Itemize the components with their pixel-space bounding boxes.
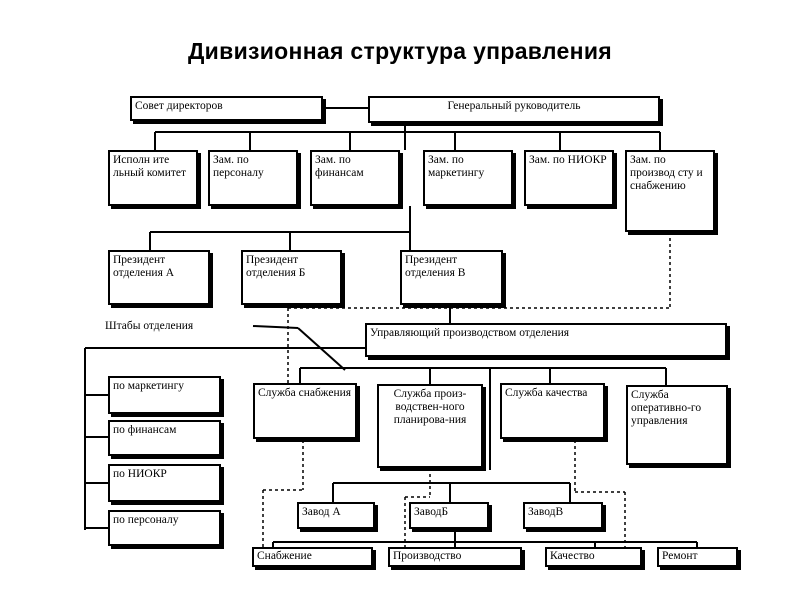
staff-rnd-box: по НИОКР (108, 464, 221, 502)
supply-function-label: Снабжение (257, 550, 312, 562)
general-director-label: Генеральный руководитель (447, 100, 581, 112)
plant-a-box: Завод А (297, 502, 375, 529)
deputy-personnel-label: Зам. по персоналу (213, 154, 264, 179)
operational-management-service-box: Служба оперативно-го управления (626, 385, 728, 465)
production-function-box: Производство (388, 547, 522, 567)
deputy-marketing-label: Зам. по маркетингу (428, 154, 485, 179)
staff-finance-box: по финансам (108, 420, 221, 456)
division-production-manager-box: Управляющий производством отделения (365, 323, 727, 357)
repair-function-label: Ремонт (662, 550, 698, 562)
quality-function-box: Качество (545, 547, 642, 567)
president-division-a-label: Президент отделения А (113, 254, 175, 279)
supply-service-label: Служба снабжения (258, 387, 352, 399)
plant-a-label: Завод А (302, 506, 341, 518)
plant-v-box: ЗаводВ (523, 502, 603, 529)
plant-b-label: ЗаводБ (414, 506, 449, 518)
supply-function-box: Снабжение (252, 547, 373, 567)
president-division-b-label: Президент отделения Б (246, 254, 306, 279)
deputy-finance-label: Зам. по финансам (315, 154, 364, 179)
quality-service-label: Служба качества (505, 387, 588, 399)
deputy-production-box: Зам. по производ сту и снабжению (625, 150, 715, 232)
staff-rnd-label: по НИОКР (113, 468, 167, 480)
production-function-label: Производство (393, 550, 462, 562)
executive-committee-label: Исполн ите льный комитет (113, 154, 187, 179)
repair-function-box: Ремонт (657, 547, 738, 567)
deputy-finance-box: Зам. по финансам (310, 150, 400, 206)
executive-committee-box: Исполн ите льный комитет (108, 150, 198, 206)
staff-finance-label: по финансам (113, 424, 177, 436)
deputy-personnel-box: Зам. по персоналу (208, 150, 298, 206)
deputy-production-label: Зам. по производ сту и снабжению (630, 154, 703, 192)
quality-function-label: Качество (550, 550, 595, 562)
president-division-v-label: Президент отделения В (405, 254, 466, 279)
plant-b-box: ЗаводБ (409, 502, 489, 529)
division-staff-label: Штабы отделения (105, 320, 194, 332)
general-director-box: Генеральный руководитель (368, 96, 660, 123)
division-production-manager-label: Управляющий производством отделения (370, 327, 570, 339)
deputy-rnd-box: Зам. по НИОКР (524, 150, 614, 206)
production-planning-service-box: Служба произ-водствен-ного планирова-ния (377, 384, 483, 468)
slide-title: Дивизионная структура управления (188, 38, 612, 64)
deputy-marketing-box: Зам. по маркетингу (423, 150, 513, 206)
staff-personnel-label: по персоналу (113, 514, 179, 526)
plant-v-label: ЗаводВ (528, 506, 564, 518)
staff-personnel-box: по персоналу (108, 510, 221, 546)
deputy-rnd-label: Зам. по НИОКР (529, 154, 607, 166)
operational-management-service-label: Служба оперативно-го управления (631, 389, 702, 427)
president-division-a-box: Президент отделения А (108, 250, 210, 305)
quality-service-box: Служба качества (500, 383, 605, 439)
supply-service-box: Служба снабжения (253, 383, 357, 439)
staff-marketing-label: по маркетингу (113, 380, 185, 392)
production-planning-service-label: Служба произ-водствен-ного планирова-ния (393, 388, 467, 426)
board-of-directors-box: Совет директоров (130, 96, 323, 121)
president-division-b-box: Президент отделения Б (241, 250, 342, 305)
staff-marketing-box: по маркетингу (108, 376, 221, 414)
board-of-directors-label: Совет директоров (135, 100, 223, 112)
president-division-v-box: Президент отделения В (400, 250, 503, 305)
